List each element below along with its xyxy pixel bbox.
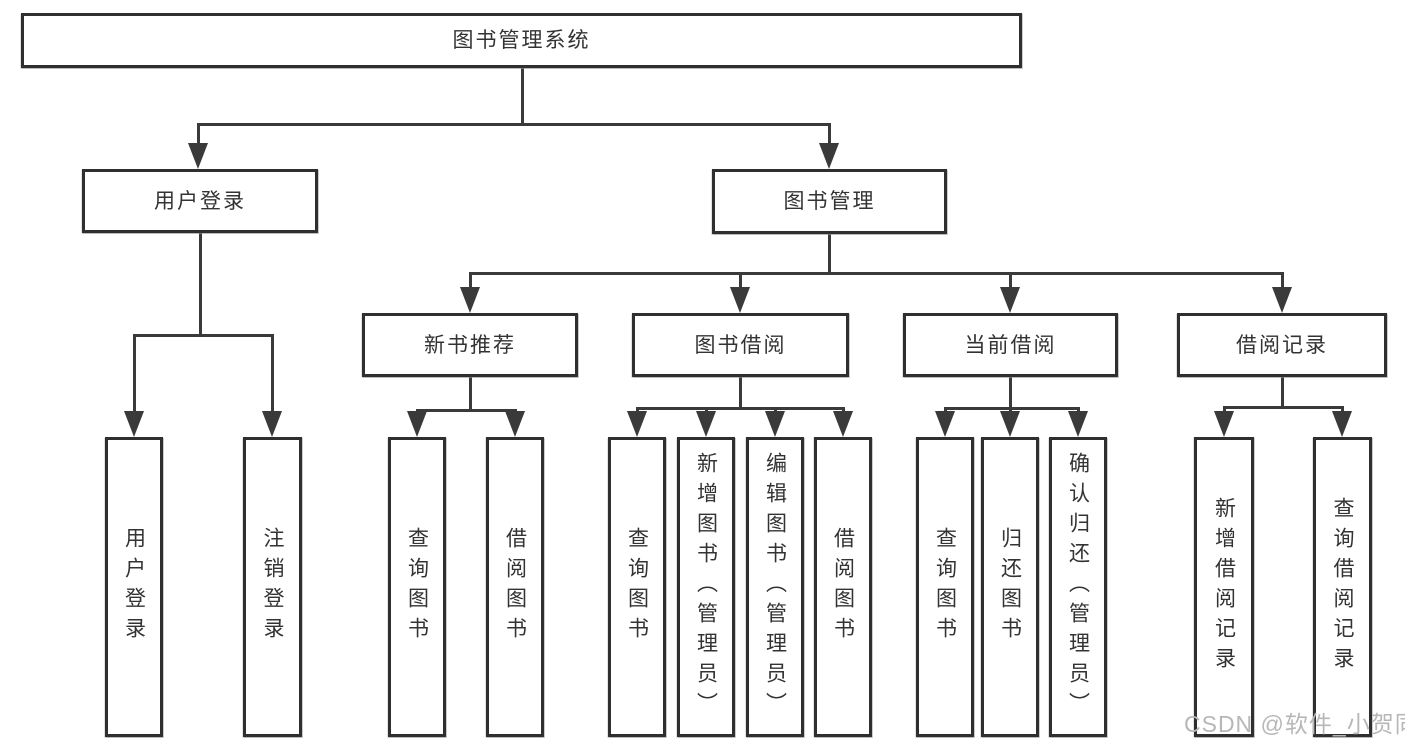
connector-stem-root — [520, 68, 524, 124]
node-new-book-recommend: 新书推荐 — [362, 313, 578, 377]
node-bb-add-books: 新增图书（管理员） — [677, 437, 735, 737]
arrow-down-icon — [1068, 411, 1088, 437]
node-label-cb-return-books: 归还图书 — [998, 527, 1022, 647]
node-label-user-login: 用户登录 — [122, 527, 146, 647]
arrow-down-icon — [1214, 411, 1234, 437]
node-label-bb-query-books: 查询图书 — [625, 527, 649, 647]
connector-rail-new-book-recommend — [415, 408, 517, 412]
connector-rail-user-login-group — [132, 333, 274, 337]
node-bb-edit-books: 编辑图书（管理员） — [746, 437, 804, 737]
node-label-root: 图书管理系统 — [452, 29, 591, 52]
node-br-add-record: 新增借阅记录 — [1194, 437, 1254, 737]
connector-drop-book-management-2 — [1008, 273, 1012, 293]
arrow-down-icon — [188, 143, 208, 169]
node-book-borrowing: 图书借阅 — [632, 313, 849, 377]
connector-stem-user-login-group — [198, 233, 202, 335]
node-label-nbr-query-books: 查询图书 — [405, 527, 429, 647]
node-label-book-management: 图书管理 — [783, 190, 876, 213]
node-label-bb-add-books: 新增图书（管理员） — [694, 452, 718, 722]
arrow-down-icon — [819, 143, 839, 169]
connector-drop-root-1 — [827, 124, 831, 149]
node-cb-confirm-return: 确认归还（管理员） — [1049, 437, 1107, 737]
connector-stem-borrowing-records — [1280, 377, 1284, 407]
connector-drop-book-management-1 — [738, 273, 742, 293]
arrow-down-icon — [1000, 287, 1020, 313]
arrow-down-icon — [460, 287, 480, 313]
connector-stem-current-borrowing — [1008, 377, 1012, 408]
node-label-new-book-recommend: 新书推荐 — [424, 333, 516, 357]
connector-rail-borrowing-records — [1222, 405, 1344, 409]
arrow-down-icon — [505, 411, 525, 437]
connector-rail-current-borrowing — [943, 406, 1080, 410]
node-root: 图书管理系统 — [21, 13, 1022, 68]
arrow-down-icon — [1332, 411, 1352, 437]
connector-stem-book-management — [827, 234, 831, 273]
node-bb-query-books: 查询图书 — [608, 437, 666, 737]
arrow-down-icon — [1000, 411, 1020, 437]
arrow-down-icon — [765, 411, 785, 437]
node-label-nbr-borrow-books: 借阅图书 — [503, 527, 527, 647]
connector-drop-root-0 — [196, 124, 200, 149]
node-book-management: 图书管理 — [712, 169, 947, 234]
arrow-down-icon — [696, 411, 716, 437]
arrow-down-icon — [935, 411, 955, 437]
connector-stem-book-borrowing — [738, 377, 742, 408]
node-label-borrowing-records: 借阅记录 — [1236, 333, 1328, 357]
node-br-query-record: 查询借阅记录 — [1313, 437, 1372, 737]
node-label-cb-query-books: 查询图书 — [933, 527, 957, 647]
node-label-br-query-record: 查询借阅记录 — [1331, 497, 1354, 677]
connector-drop-book-management-0 — [468, 273, 472, 293]
connector-rail-book-management — [468, 271, 1284, 275]
csdn-watermark: CSDN @软件_小贺同学 — [1184, 711, 1405, 737]
arrow-down-icon — [627, 411, 647, 437]
node-bb-borrow-books: 借阅图书 — [814, 437, 872, 737]
node-label-user-login-group: 用户登录 — [154, 189, 246, 213]
arrow-down-icon — [730, 287, 750, 313]
node-nbr-query-books: 查询图书 — [388, 437, 446, 737]
connector-drop-book-management-3 — [1280, 273, 1284, 293]
node-label-logout-login: 注销登录 — [261, 527, 284, 647]
connector-drop-user-login-group-1 — [270, 335, 274, 417]
node-label-bb-edit-books: 编辑图书（管理员） — [763, 452, 787, 722]
node-user-login: 用户登录 — [105, 437, 163, 737]
connector-stem-new-book-recommend — [468, 377, 472, 410]
node-nbr-borrow-books: 借阅图书 — [486, 437, 544, 737]
node-label-current-borrowing: 当前借阅 — [964, 333, 1057, 357]
node-current-borrowing: 当前借阅 — [903, 313, 1118, 377]
node-borrowing-records: 借阅记录 — [1177, 313, 1387, 377]
node-label-book-borrowing: 图书借阅 — [694, 333, 787, 357]
arrow-down-icon — [833, 411, 853, 437]
node-label-cb-confirm-return: 确认归还（管理员） — [1066, 452, 1090, 722]
node-label-br-add-record: 新增借阅记录 — [1212, 497, 1236, 677]
node-cb-query-books: 查询图书 — [916, 437, 974, 737]
arrow-down-icon — [1272, 287, 1292, 313]
arrow-down-icon — [262, 411, 282, 437]
node-user-login-group: 用户登录 — [82, 169, 318, 233]
arrow-down-icon — [124, 411, 144, 437]
arrow-down-icon — [407, 411, 427, 437]
connector-drop-user-login-group-0 — [132, 335, 136, 417]
node-cb-return-books: 归还图书 — [981, 437, 1039, 737]
connector-rail-book-borrowing — [635, 406, 845, 410]
node-logout-login: 注销登录 — [243, 437, 302, 737]
connector-rail-root — [196, 122, 831, 126]
node-label-bb-borrow-books: 借阅图书 — [831, 527, 855, 647]
